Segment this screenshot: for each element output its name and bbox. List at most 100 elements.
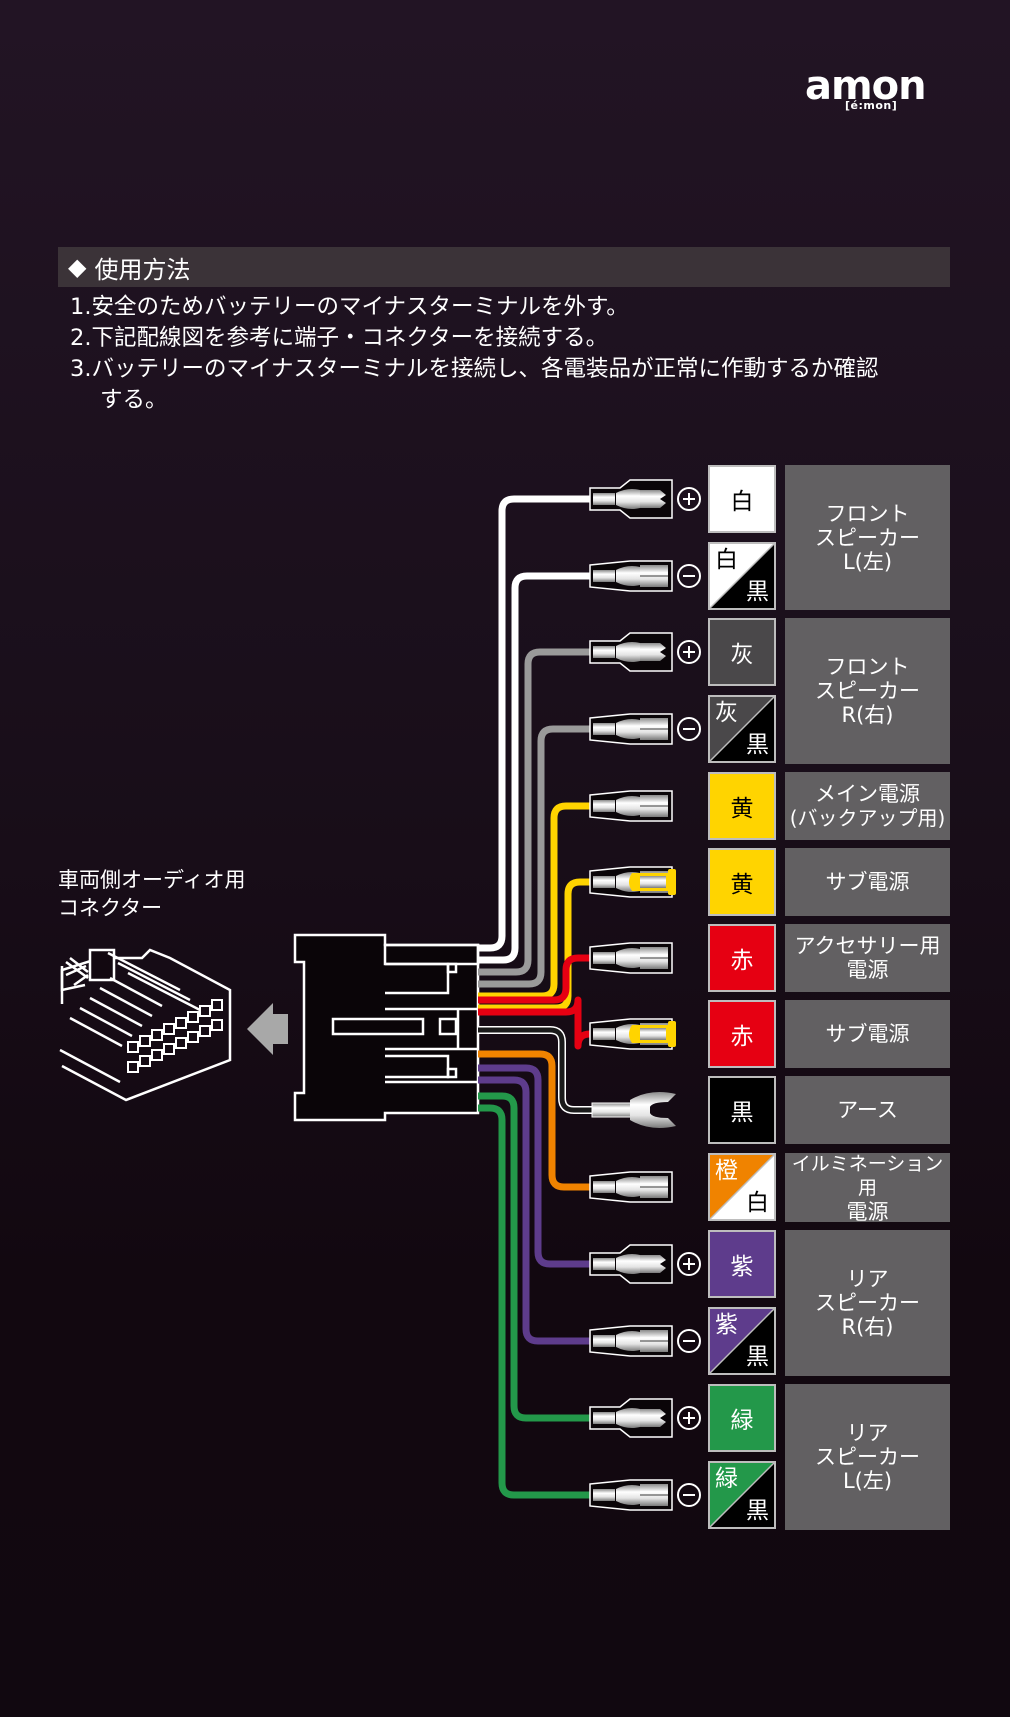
vehicle-connector-label: 車両側オーディオ用 コネクター: [58, 866, 246, 922]
wire-color-box: 赤: [708, 1000, 776, 1068]
diamond-icon: ◆: [68, 253, 87, 281]
function-label-line: フロント: [825, 655, 910, 679]
function-label-line: (バックアップ用): [789, 806, 946, 830]
instructions-list: 1.安全のためバッテリーのマイナスターミナルを外す。 2.下記配線図を参考に端子…: [70, 292, 970, 416]
wire-13: [478, 1092, 596, 1422]
function-label-illumination: イルミネーション用電源: [785, 1152, 950, 1224]
color-label: 黄: [730, 872, 754, 898]
color-label: 黒: [730, 1100, 754, 1126]
wires-group: [478, 495, 596, 1499]
minus-icon: [677, 564, 701, 588]
function-label-line: 電源: [846, 958, 889, 982]
instruction-step-1: 1.安全のためバッテリーのマイナスターミナルを外す。: [70, 294, 629, 320]
wire-3: [478, 648, 596, 976]
male-spade-terminal-icon: [589, 479, 673, 519]
amon-logo: amon [é:mon]: [805, 66, 955, 112]
color-label: 赤: [730, 1024, 754, 1050]
terminals-group: [589, 479, 676, 1511]
male-spade-terminal-icon: [589, 632, 673, 672]
function-label-acc-power: アクセサリー用電源: [785, 924, 950, 992]
arrow-left-icon: [247, 1003, 288, 1055]
function-label-main-power: メイン電源(バックアップ用): [785, 772, 950, 840]
section-title: 使用方法: [94, 255, 191, 284]
primary-color-label: 橙: [715, 1158, 738, 1184]
wire-color-box: 橙 白: [708, 1153, 776, 1221]
function-label-ground: アース: [785, 1076, 950, 1144]
wire-color-box: 灰: [708, 618, 776, 686]
stripe-color-label: 白: [746, 1190, 769, 1216]
vehicle-connector-label-line1: 車両側オーディオ用: [58, 868, 246, 892]
female-terminal-icon: [589, 942, 673, 974]
wire-6: [478, 878, 596, 1012]
stripe-color-label: 黒: [746, 732, 769, 758]
wire-5: [478, 802, 596, 1000]
plus-icon: [677, 1252, 701, 1276]
female-terminal-icon: [589, 1325, 673, 1357]
function-label-line: サブ電源: [825, 870, 910, 894]
primary-color-label: 緑: [715, 1466, 738, 1492]
wire-1: [478, 495, 596, 952]
wire-color-box: 白 黒: [708, 542, 776, 610]
male-spade-terminal-icon: [589, 1398, 673, 1438]
female-terminal-icon: [589, 1018, 676, 1050]
function-label-line: L(左): [842, 1469, 893, 1493]
wire-7: [478, 954, 596, 1004]
primary-color-label: 灰: [715, 700, 738, 726]
harness-connector: [293, 933, 480, 1122]
wire-12: [478, 1076, 596, 1345]
color-label: 白: [730, 489, 754, 515]
function-label-line: R(右): [841, 703, 894, 727]
wire-color-box: 灰 黒: [708, 695, 776, 763]
instruction-step-3-cont: する。: [100, 387, 168, 413]
function-label-line: スピーカー: [815, 1445, 920, 1469]
logo-subtext: [é:mon]: [845, 99, 898, 112]
wire-color-box: 緑 黒: [708, 1461, 776, 1529]
primary-color-label: 白: [715, 547, 738, 573]
plus-icon: [677, 487, 701, 511]
plus-icon: [677, 1406, 701, 1430]
function-label-line: 電源: [846, 1199, 889, 1224]
color-label: 赤: [730, 948, 754, 974]
function-label-line: スピーカー: [815, 679, 920, 703]
wire-4: [478, 725, 596, 988]
wire-9-core: [478, 1027, 596, 1113]
function-label-sub-power-1: サブ電源: [785, 848, 950, 916]
female-terminal-icon: [589, 790, 673, 822]
function-label-sub-power-2: サブ電源: [785, 1000, 950, 1068]
wire-2: [478, 572, 596, 964]
function-label-line: L(左): [842, 549, 893, 574]
y-lug-terminal-icon: [591, 1092, 676, 1128]
stripe-color-label: 黒: [746, 579, 769, 605]
wire-8: [478, 996, 596, 1050]
male-spade-terminal-icon: [589, 1244, 673, 1284]
color-label: 緑: [730, 1408, 754, 1434]
instruction-step-2: 2.下記配線図を参考に端子・コネクターを接続する。: [70, 325, 609, 351]
wire-color-box: 紫: [708, 1230, 776, 1298]
function-label-line: サブ電源: [825, 1022, 910, 1046]
wire-color-box: 黒: [708, 1076, 776, 1144]
wire-color-box: 白: [708, 465, 776, 533]
wire-11: [478, 1064, 596, 1268]
wire-10: [478, 1050, 596, 1191]
stripe-color-label: 黒: [746, 1498, 769, 1524]
function-label-line: イルミネーション用: [791, 1152, 944, 1199]
wire-color-box: 赤: [708, 924, 776, 992]
instruction-step-3: 3.バッテリーのマイナスターミナルを接続し、各電装品が正常に作動するか確認: [70, 356, 879, 382]
color-label: 黄: [730, 796, 754, 822]
female-terminal-icon: [589, 1479, 673, 1511]
color-label: 灰: [730, 642, 754, 668]
function-label-line: フロント: [825, 501, 910, 526]
minus-icon: [677, 1329, 701, 1353]
female-terminal-icon: [589, 1171, 673, 1203]
wire-14: [478, 1104, 596, 1499]
function-label-line: スピーカー: [815, 525, 920, 550]
function-label-line: メイン電源: [814, 782, 920, 806]
function-label-line: スピーカー: [815, 1291, 920, 1315]
function-label-line: リア: [846, 1267, 889, 1291]
stripe-color-label: 黒: [746, 1344, 769, 1370]
